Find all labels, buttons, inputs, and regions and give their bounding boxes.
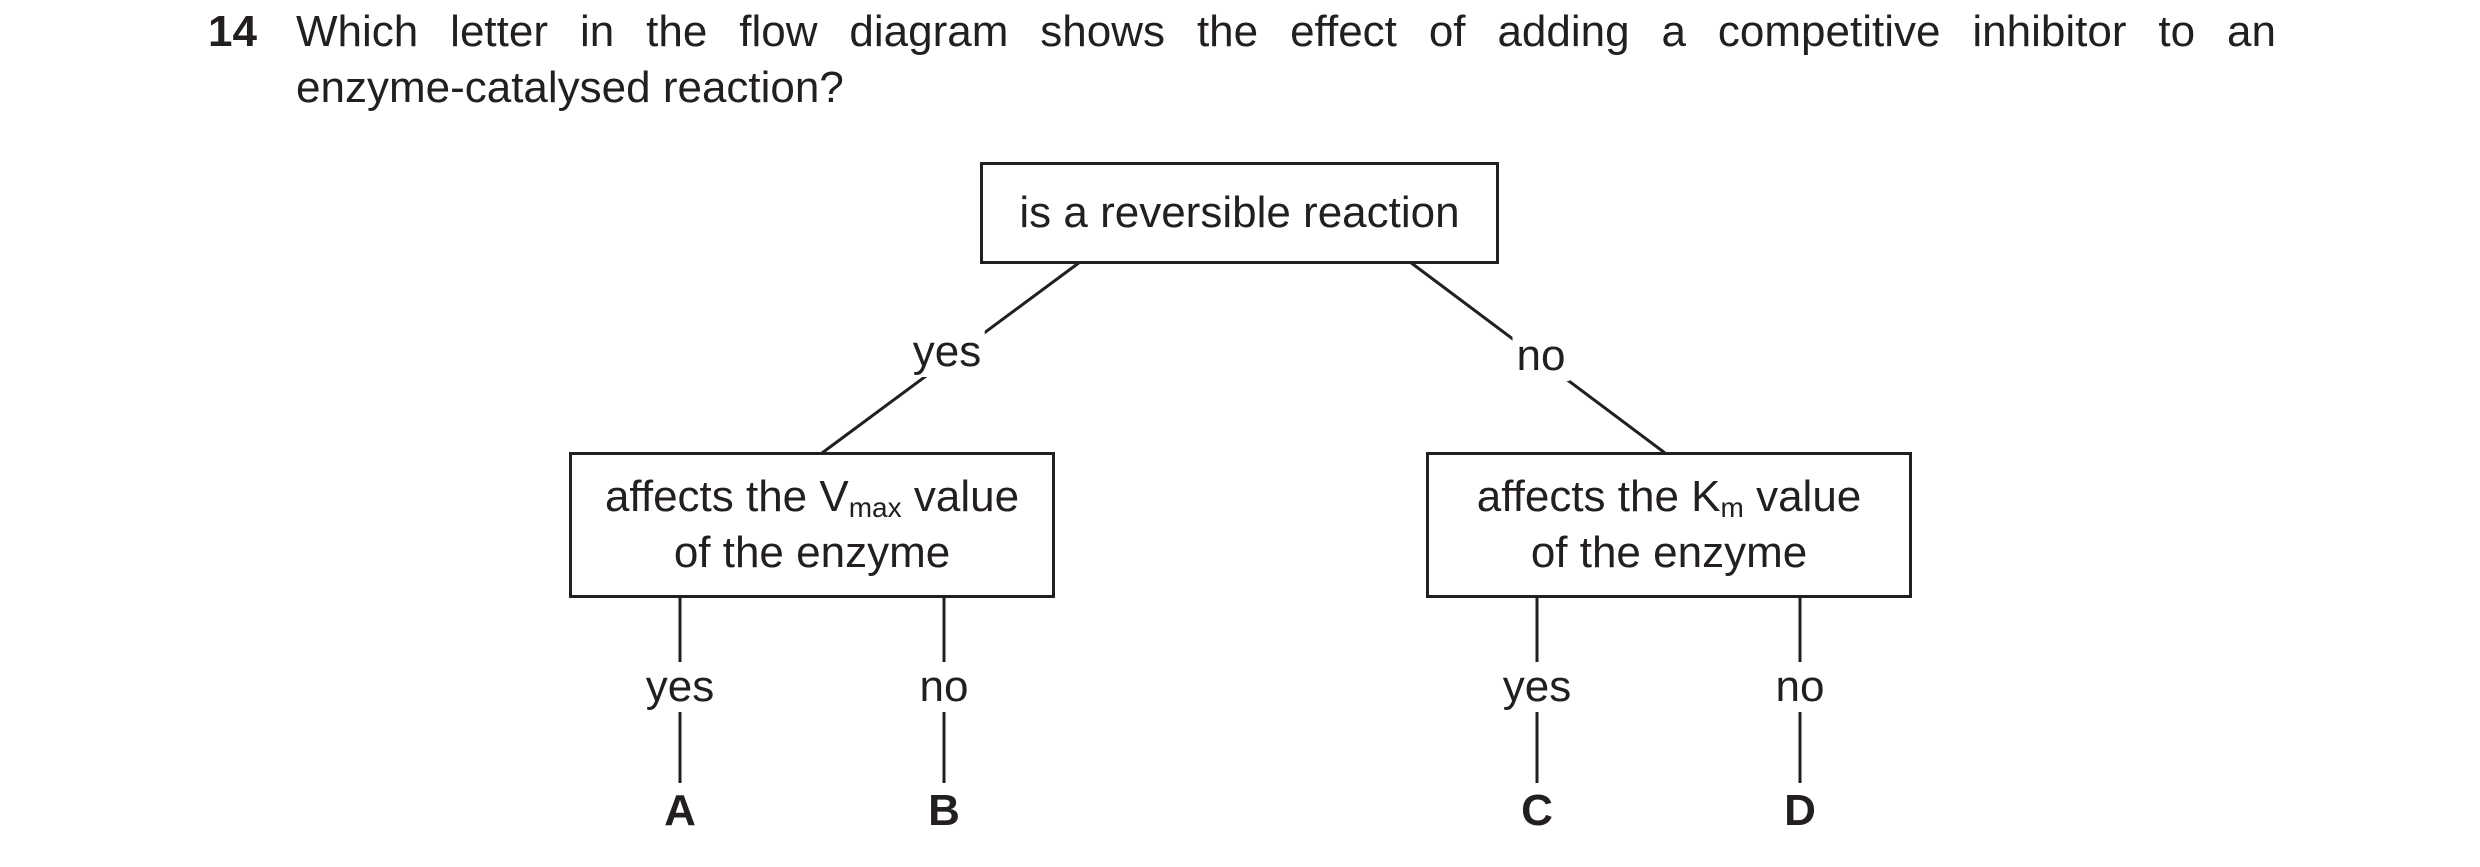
- branch-label-no: no: [1512, 331, 1570, 381]
- option-letter-a: A: [664, 786, 696, 835]
- leaf-label-a-yes: yes: [641, 662, 719, 712]
- leaf-label-c-yes: yes: [1498, 662, 1576, 712]
- box-affects-km-line-1: affects the Km value: [1476, 472, 1862, 523]
- box-affects-vmax-line-2: of the enzyme: [673, 528, 951, 577]
- option-letter-d: D: [1784, 786, 1816, 835]
- branch-label-yes: yes: [908, 327, 986, 377]
- question-text: Which letter in the flow diagram shows t…: [296, 4, 2276, 116]
- box-affects-km: affects the Km value of the enzyme: [1426, 452, 1912, 598]
- leaf-label-d-no: no: [1771, 662, 1829, 712]
- option-letter-b: B: [928, 786, 960, 835]
- box-affects-km-line-2: of the enzyme: [1530, 528, 1808, 577]
- option-letter-c: C: [1521, 786, 1553, 835]
- box-affects-vmax-line-1: affects the Vmax value: [604, 472, 1020, 523]
- leaf-label-b-no: no: [915, 662, 973, 712]
- box-reversible-reaction-text: is a reversible reaction: [1019, 188, 1460, 237]
- question-number: 14: [208, 7, 257, 56]
- box-reversible-reaction: is a reversible reaction: [980, 162, 1499, 264]
- question-text-line-1: Which letter in the flow diagram shows t…: [296, 7, 2276, 56]
- question-text-line-2: enzyme-catalysed reaction?: [296, 63, 844, 112]
- box-affects-vmax: affects the Vmax value of the enzyme: [569, 452, 1055, 598]
